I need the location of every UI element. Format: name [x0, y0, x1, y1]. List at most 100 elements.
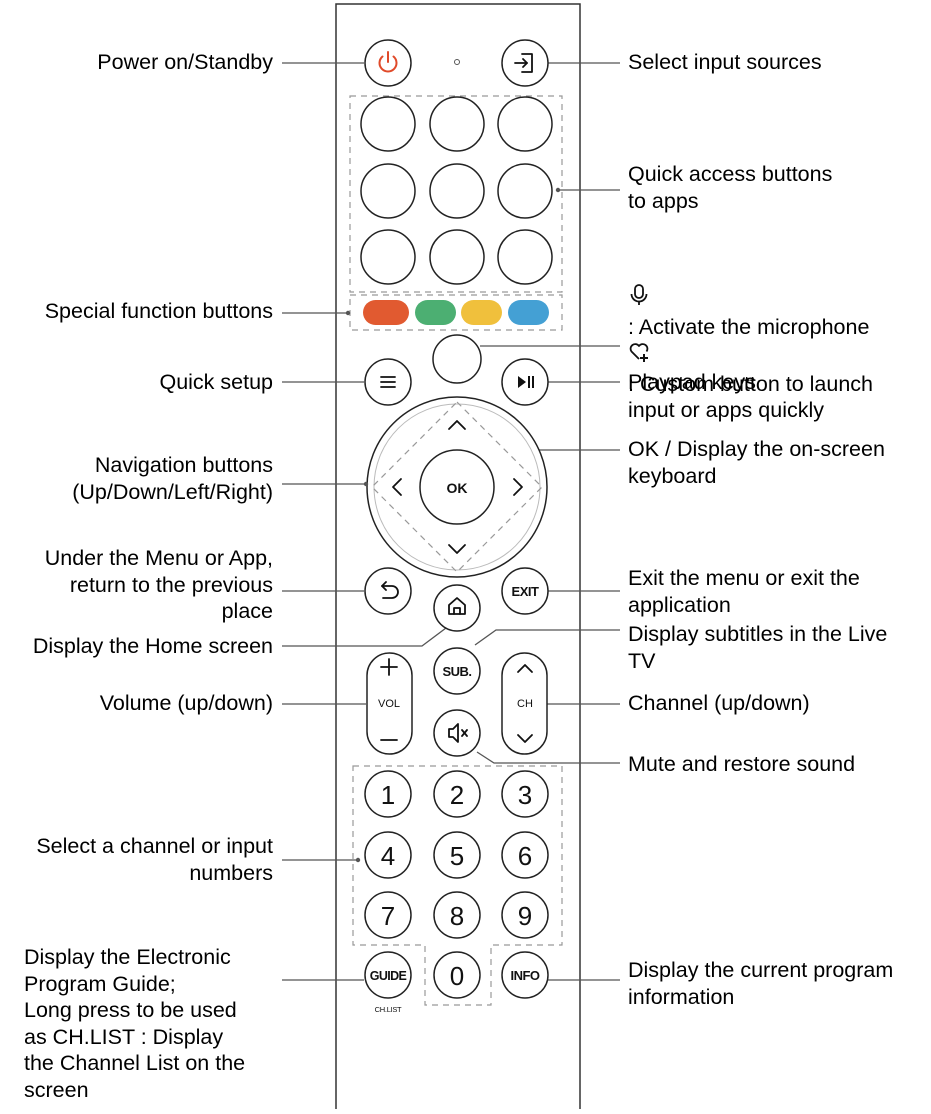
- app-button-8[interactable]: [429, 229, 485, 285]
- channel-down-icon[interactable]: [517, 734, 533, 743]
- callout-navigation: Navigation buttons (Up/Down/Left/Right): [72, 453, 273, 504]
- callout-ok: OK / Display the on-screen keyboard: [628, 437, 885, 488]
- blue-key[interactable]: [508, 300, 549, 325]
- callout-input: Select input sources: [628, 50, 822, 74]
- volume-rocker: VOL: [366, 652, 413, 755]
- digit-label: 7: [381, 901, 395, 931]
- callout-quick-access: Quick access buttons to apps: [628, 162, 833, 213]
- right-arrow-icon[interactable]: [513, 478, 523, 496]
- left-arrow-icon[interactable]: [392, 478, 402, 496]
- info-button[interactable]: INFO: [501, 951, 549, 999]
- app-button-6[interactable]: [497, 163, 553, 219]
- callout-mic: : Activate the microphone: [628, 283, 873, 340]
- digit-label: 9: [518, 901, 532, 931]
- digit-button-8[interactable]: 8: [433, 891, 481, 939]
- play-pause-button[interactable]: [501, 358, 549, 406]
- guide-sublabel: CH.LIST: [375, 1005, 402, 1014]
- digit-label: 3: [518, 780, 532, 810]
- callout-guide: Display the Electronic Program Guide; Lo…: [24, 945, 246, 1102]
- callout-home: Display the Home screen: [32, 634, 273, 658]
- ok-label: OK: [447, 480, 468, 496]
- indicator-led: [454, 59, 460, 65]
- power-icon: [378, 51, 398, 73]
- power-button[interactable]: [364, 39, 412, 87]
- app-button-1[interactable]: [360, 96, 416, 152]
- digit-label: 4: [381, 841, 395, 871]
- numbers-dot: [355, 857, 361, 863]
- app-button-4[interactable]: [360, 163, 416, 219]
- back-icon: [381, 581, 399, 599]
- exit-label: EXIT: [512, 584, 539, 599]
- quick-access-buttons: [360, 96, 553, 285]
- callout-custom: : Custom button to launch: [628, 340, 873, 397]
- digit-label: 6: [518, 841, 532, 871]
- app-button-9[interactable]: [497, 229, 553, 285]
- green-key[interactable]: [415, 300, 456, 325]
- subtitles-button[interactable]: SUB.: [433, 647, 481, 695]
- remote-body: [335, 3, 581, 1109]
- quick-access-group: [349, 95, 563, 293]
- leader-subtitles: [474, 629, 620, 646]
- mute-button[interactable]: [433, 709, 481, 757]
- app-button-3[interactable]: [497, 96, 553, 152]
- microphone-icon: [630, 284, 648, 305]
- red-key[interactable]: [363, 300, 409, 325]
- vol-label: VOL: [378, 698, 400, 710]
- guide-button[interactable]: GUIDE: [364, 951, 412, 999]
- leader-mute: [476, 751, 620, 764]
- menu-icon: [380, 376, 396, 388]
- navigation-ring: OK: [363, 396, 548, 578]
- ch-label: CH: [517, 698, 533, 710]
- digit-button-3[interactable]: 3: [501, 770, 549, 818]
- quick-setup-button[interactable]: [364, 358, 412, 406]
- back-button[interactable]: [364, 567, 412, 615]
- home-icon: [448, 597, 466, 615]
- digit-button-7[interactable]: 7: [364, 891, 412, 939]
- digit-button-9[interactable]: 9: [501, 891, 549, 939]
- digit-button-4[interactable]: 4: [364, 831, 412, 879]
- callout-channel: Channel (up/down): [628, 691, 810, 715]
- callout-exit: Exit the menu or exit the application: [628, 566, 860, 617]
- digit-label: 2: [450, 780, 464, 810]
- digit-label: 1: [381, 780, 395, 810]
- app-button-2[interactable]: [429, 96, 485, 152]
- special-function-buttons: [363, 300, 549, 325]
- callout-mic-custom: : Activate the microphone : Custom butto…: [628, 283, 873, 424]
- down-arrow-icon[interactable]: [448, 544, 466, 554]
- app-button-7[interactable]: [360, 229, 416, 285]
- navigation-dot: [363, 481, 369, 487]
- digit-button-2[interactable]: 2: [433, 770, 481, 818]
- guide-label: GUIDE: [370, 969, 407, 983]
- yellow-key[interactable]: [461, 300, 502, 325]
- info-label: INFO: [510, 968, 539, 983]
- digit-button-0[interactable]: 0: [433, 951, 481, 999]
- digit-label: 0: [450, 961, 464, 991]
- digit-button-1[interactable]: 1: [364, 770, 412, 818]
- input-source-icon: [514, 53, 533, 73]
- custom-button[interactable]: [432, 334, 482, 384]
- volume-up-icon[interactable]: [380, 658, 398, 676]
- heart-plus-icon: [629, 343, 649, 362]
- input-button[interactable]: [501, 39, 549, 87]
- ok-button[interactable]: OK: [419, 449, 495, 525]
- digit-button-6[interactable]: 6: [501, 831, 549, 879]
- numeric-keypad-group: [352, 765, 563, 1006]
- mute-icon: [448, 723, 468, 743]
- channel-up-icon[interactable]: [517, 664, 533, 673]
- navigation-dashed-guide: [371, 401, 543, 573]
- home-button[interactable]: [433, 584, 481, 632]
- digit-button-5[interactable]: 5: [433, 831, 481, 879]
- digit-label: 5: [450, 841, 464, 871]
- sub-label: SUB.: [442, 664, 471, 679]
- up-arrow-icon[interactable]: [448, 420, 466, 430]
- callout-info: Display the current program information: [628, 958, 894, 1009]
- app-button-5[interactable]: [429, 163, 485, 219]
- callout-back: Under the Menu or App, return to the pre…: [44, 546, 273, 623]
- callout-subtitles: Display subtitles in the Live TV: [628, 622, 888, 673]
- callout-volume: Volume (up/down): [99, 691, 273, 715]
- exit-button[interactable]: EXIT: [501, 567, 549, 615]
- channel-rocker: CH: [501, 652, 548, 755]
- quick-access-dot: [555, 187, 561, 193]
- special-function-dot: [345, 310, 351, 316]
